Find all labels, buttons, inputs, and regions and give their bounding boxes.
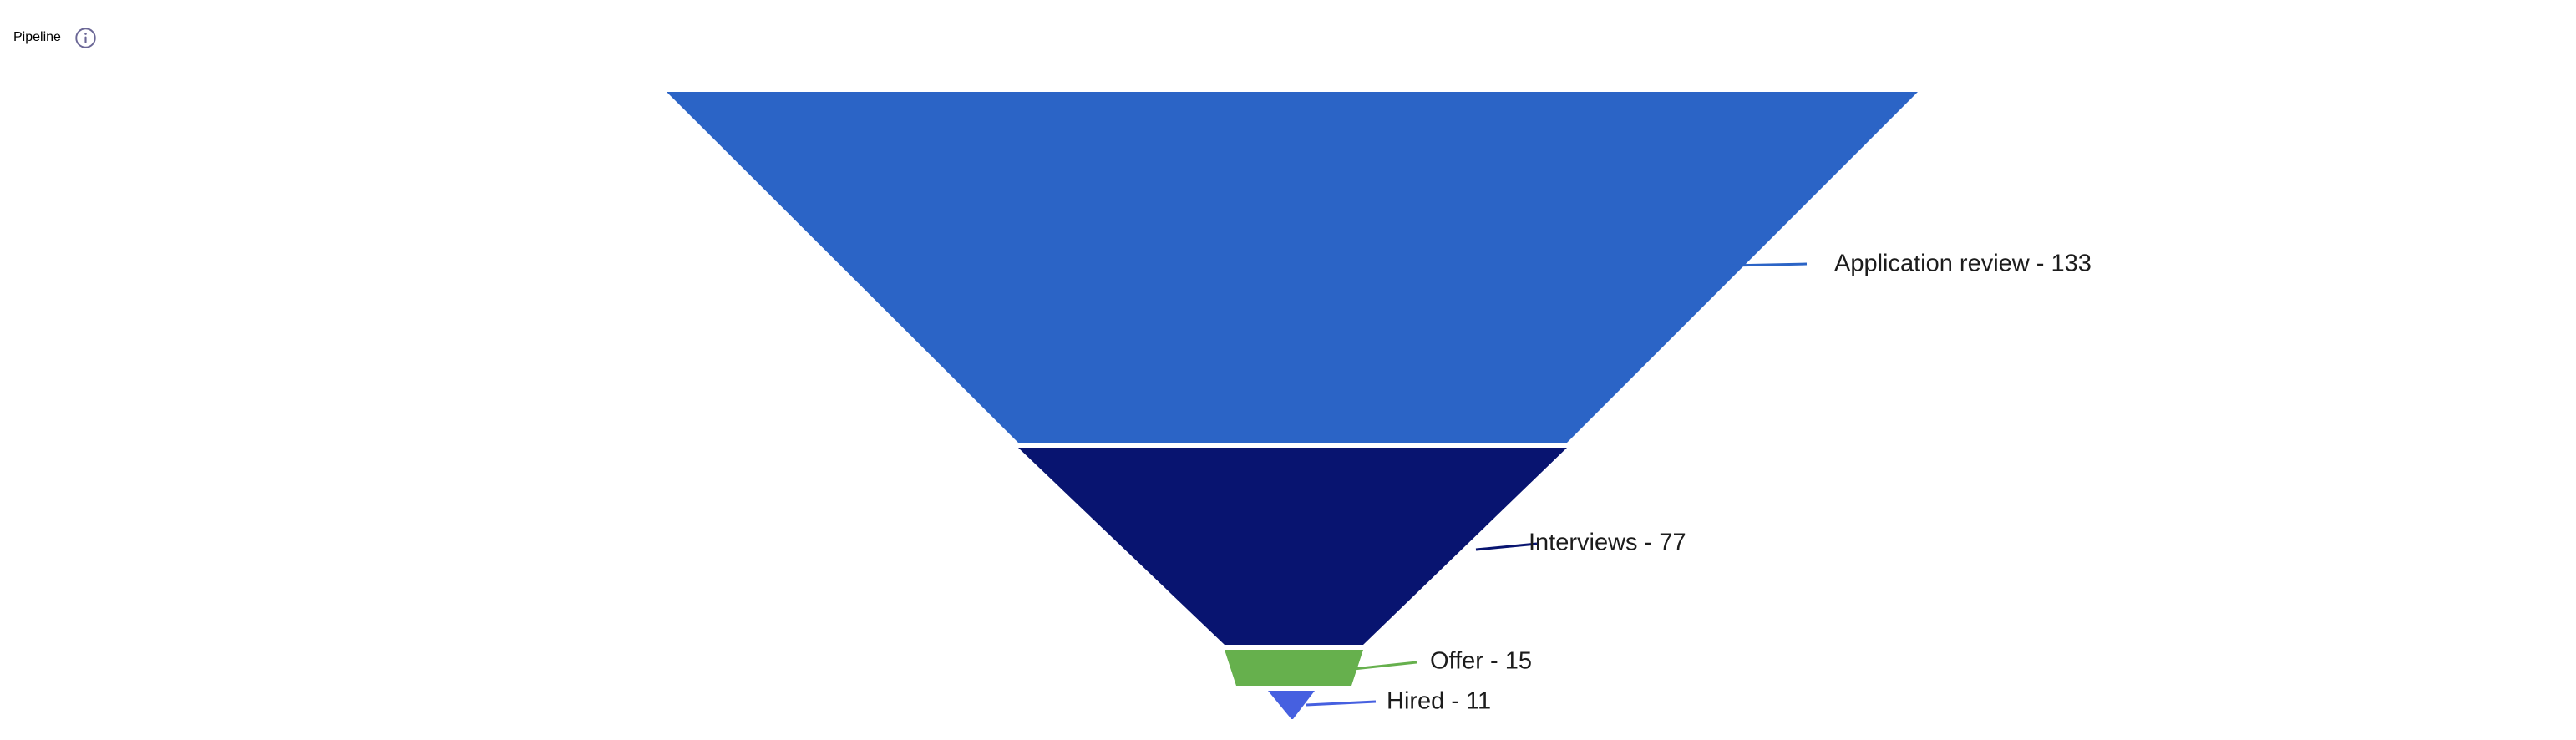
funnel-leader-line	[1475, 542, 1538, 551]
chart-header: Pipeline	[0, 0, 97, 49]
info-circle-icon[interactable]	[74, 27, 97, 49]
page-title: Pipeline	[13, 29, 61, 44]
funnel-segment-shape[interactable]	[1225, 650, 1363, 686]
funnel-segment-shape[interactable]	[1018, 448, 1567, 645]
funnel-leader-line	[1728, 262, 1808, 267]
funnel-stage-hired[interactable]: Hired - 11	[1268, 688, 1491, 719]
funnel-stage-interviews[interactable]: Interviews - 77	[1018, 448, 1686, 645]
funnel-leader-line	[1306, 700, 1377, 707]
funnel-leader-line	[1345, 661, 1417, 672]
funnel-stage-label: Interviews - 77	[1529, 530, 1686, 556]
funnel-stage-offer[interactable]: Offer - 15	[1225, 648, 1532, 686]
funnel-stage-label: Offer - 15	[1430, 648, 1532, 675]
funnel-stage-application-review[interactable]: Application review - 133	[667, 92, 2092, 443]
funnel-stage-label: Hired - 11	[1387, 688, 1491, 715]
funnel-stage-label: Application review - 133	[1834, 251, 2092, 277]
funnel-segment-shape[interactable]	[667, 92, 1918, 443]
funnel-segment-shape[interactable]	[1268, 691, 1315, 719]
